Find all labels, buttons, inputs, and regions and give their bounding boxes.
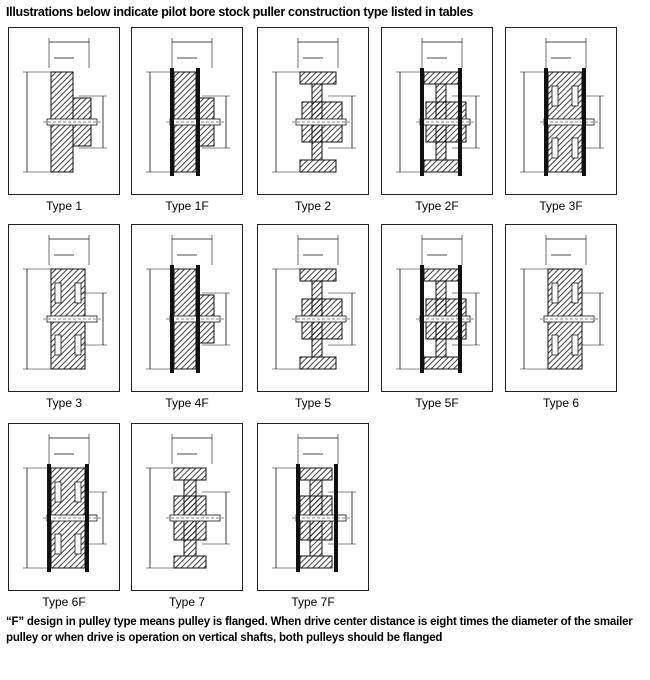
diagram-frame bbox=[8, 224, 120, 392]
pulley-drawing bbox=[396, 38, 480, 176]
pulley-drawing bbox=[23, 434, 107, 572]
footnote-line-1: “F” design in pulley type means pulley i… bbox=[6, 616, 633, 628]
diagram-label: Type 3 bbox=[45, 396, 83, 410]
diagram-frame bbox=[8, 423, 120, 591]
diagram-frame bbox=[381, 224, 493, 392]
diagram-frame bbox=[131, 423, 243, 591]
pulley-drawing bbox=[520, 38, 604, 176]
diagram-label: Type 7 bbox=[168, 595, 206, 609]
diagram-frame bbox=[257, 224, 369, 392]
pulley-drawing bbox=[146, 235, 230, 373]
diagram-frame bbox=[131, 224, 243, 392]
pulley-drawing bbox=[23, 235, 107, 370]
pulley-drawing bbox=[272, 235, 356, 370]
pulley-drawing bbox=[272, 434, 356, 572]
diagram-frame bbox=[505, 27, 617, 195]
diagram-frame bbox=[257, 423, 369, 591]
diagram-label: Type 2F bbox=[415, 199, 459, 213]
diagram-label: Type 5F bbox=[415, 396, 459, 410]
diagram-label: Type 1 bbox=[45, 199, 83, 213]
diagram-label: Type 6 bbox=[542, 396, 580, 410]
diagram-label: Type 4F bbox=[165, 396, 209, 410]
diagram-label: Type 6F bbox=[42, 595, 86, 609]
diagram-frame bbox=[257, 27, 369, 195]
pulley-drawing bbox=[396, 235, 480, 373]
pulley-drawing bbox=[23, 38, 107, 173]
diagram-frame bbox=[131, 27, 243, 195]
pulley-drawing bbox=[146, 38, 230, 176]
diagram-label: Type 3F bbox=[539, 199, 583, 213]
diagram-label: Type 2 bbox=[294, 199, 332, 213]
diagram-frame bbox=[8, 27, 120, 195]
diagram-frame bbox=[381, 27, 493, 195]
footnote: “F” design in pulley type means pulley i… bbox=[6, 614, 646, 646]
pulley-drawing bbox=[520, 235, 604, 370]
diagram-label: Type 7F bbox=[291, 595, 335, 609]
pulley-drawing bbox=[146, 434, 230, 569]
pulley-drawing bbox=[272, 38, 356, 173]
diagram-label: Type 1F bbox=[165, 199, 209, 213]
diagram-label: Type 5 bbox=[294, 396, 332, 410]
footnote-line-2: pulley or when drive is operation on ver… bbox=[6, 632, 443, 644]
page-heading: Illustrations below indicate pilot bore … bbox=[6, 5, 474, 19]
diagram-frame bbox=[505, 224, 617, 392]
